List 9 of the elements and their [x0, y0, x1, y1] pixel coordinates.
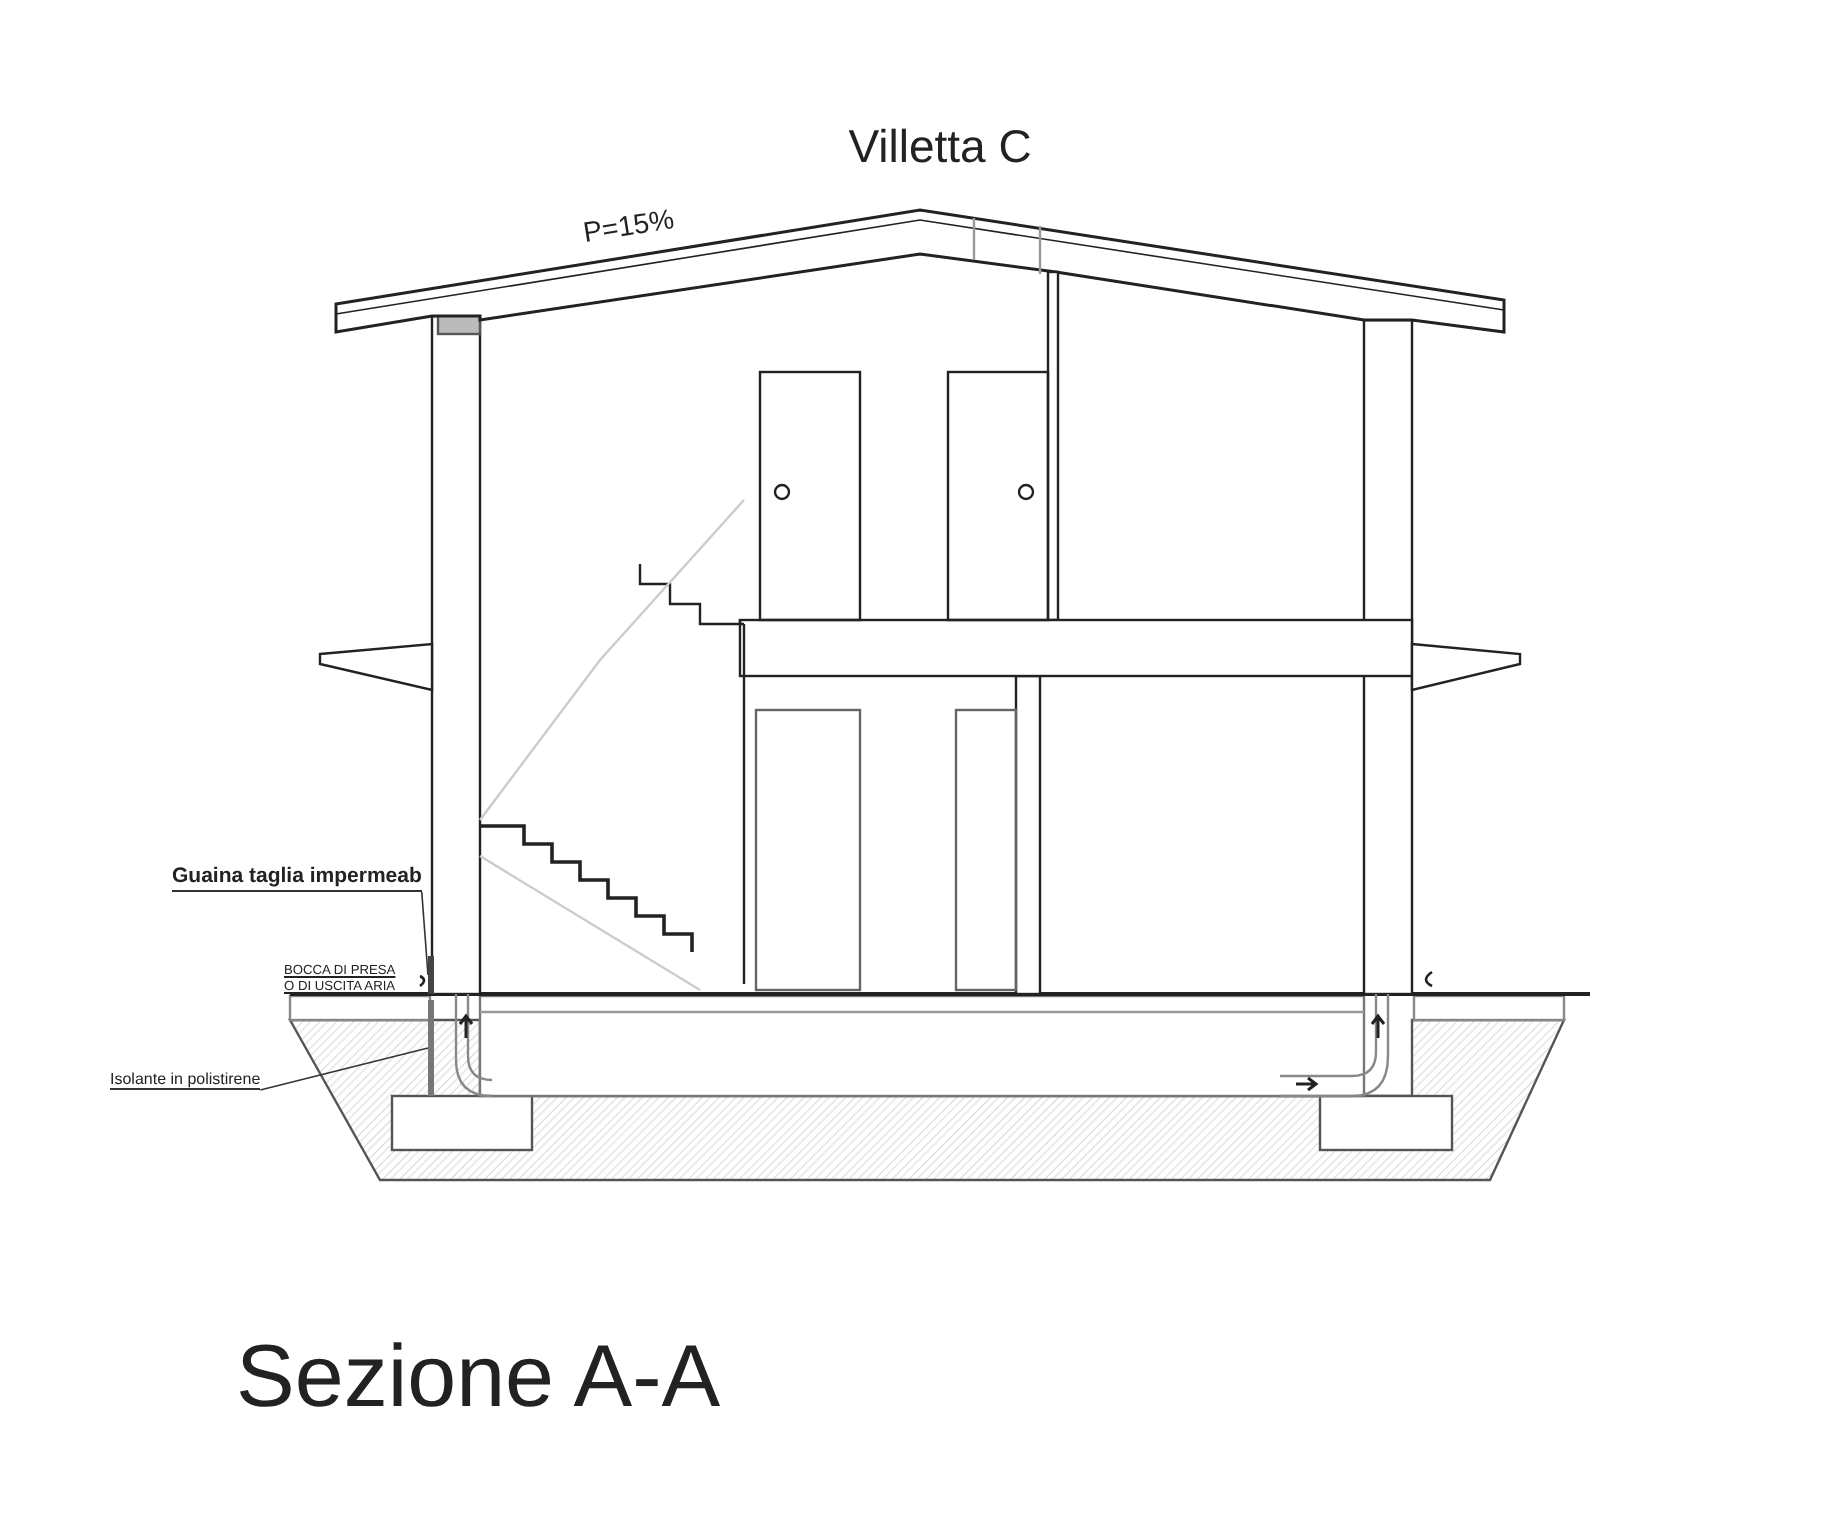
drawing-title: Villetta C — [846, 120, 1034, 174]
waterproof-membrane — [428, 956, 434, 994]
section-caption: Sezione A-A — [236, 1328, 721, 1428]
annotation-text: Guaina taglia impermeab — [172, 864, 422, 892]
annotation-text: Isolante in polistirene — [110, 1070, 261, 1090]
leader-line — [259, 1047, 429, 1091]
leader-line — [420, 891, 429, 976]
slope-label: P=15% — [581, 202, 676, 248]
insulation-layer — [428, 1000, 434, 1096]
